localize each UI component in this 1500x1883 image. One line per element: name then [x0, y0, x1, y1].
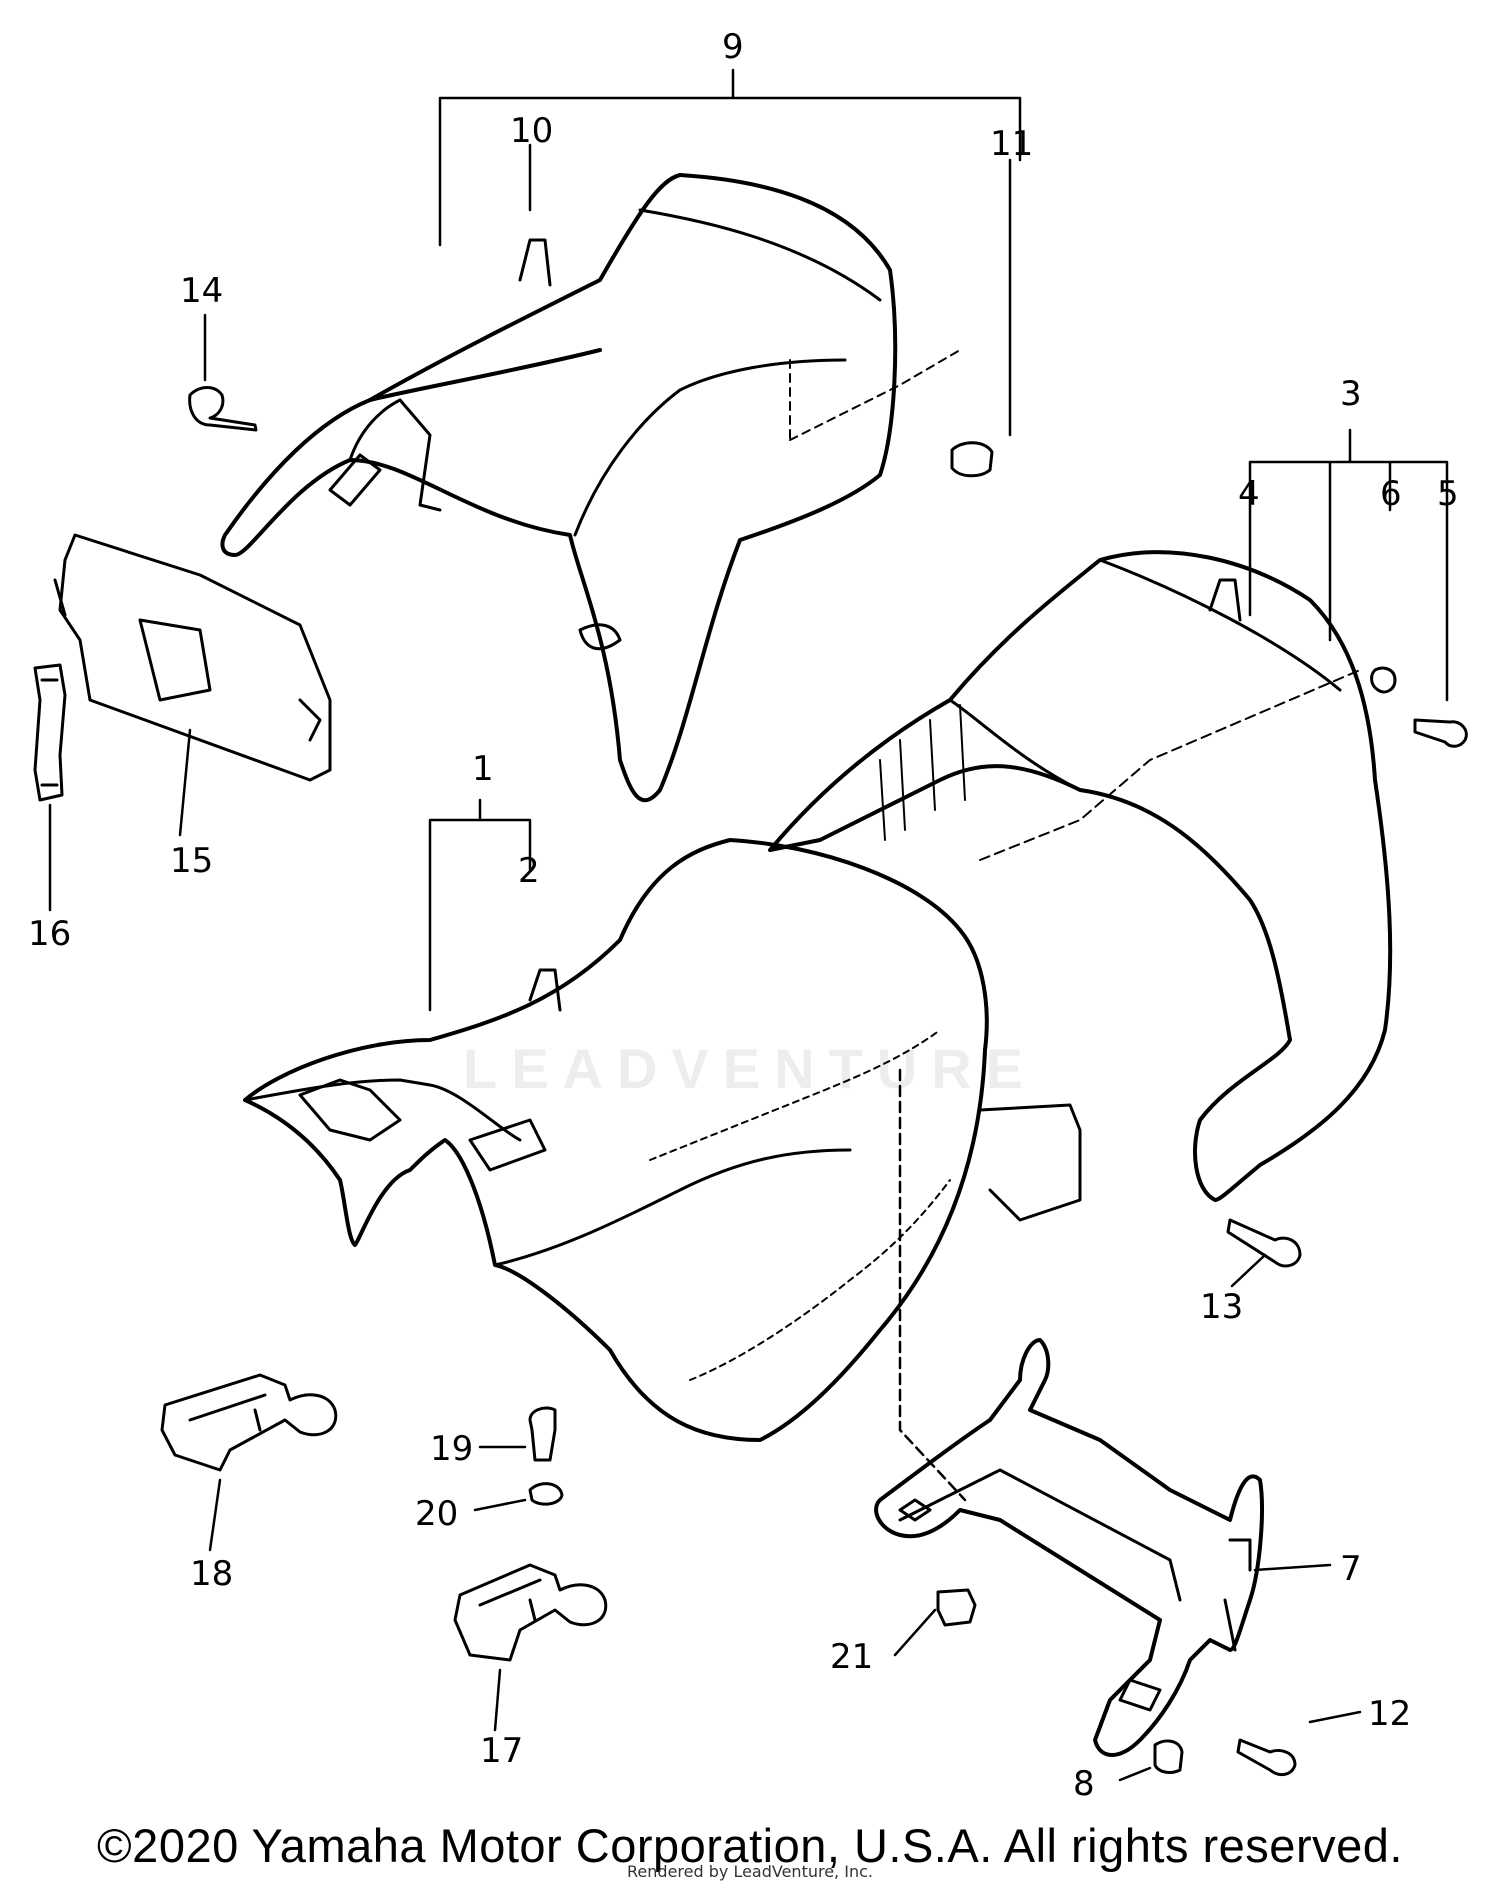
callout-14: 14: [180, 271, 223, 311]
seat-bracket-frame: [874, 1338, 1264, 1757]
callout-3: 3: [1340, 374, 1362, 414]
callout-12: 12: [1368, 1694, 1411, 1734]
callout-15: 15: [170, 841, 213, 881]
backrest-assembly: [768, 550, 1393, 1202]
callout-labels: 9 10 11 14 3 4 6 5 15 16 1 2 13 19 20 18…: [28, 27, 1459, 1804]
callout-19: 19: [430, 1429, 473, 1469]
seat-band: [33, 663, 67, 802]
callout-16: 16: [28, 914, 71, 954]
callout-4: 4: [1238, 474, 1260, 514]
callout-11: 11: [990, 124, 1033, 164]
callout-5: 5: [1437, 474, 1459, 514]
seat-strap-cover: [53, 533, 332, 782]
callout-13: 13: [1200, 1287, 1243, 1327]
callout-6: 6: [1380, 474, 1402, 514]
callout-9: 9: [722, 27, 744, 67]
copyright-notice: ©2020 Yamaha Motor Corporation, U.S.A. A…: [97, 1819, 1403, 1872]
rear-seat-assembly: [220, 173, 961, 803]
callout-10: 10: [510, 111, 553, 151]
callout-18: 18: [190, 1554, 233, 1594]
front-seat-assembly: [243, 838, 1082, 1442]
callout-8: 8: [1073, 1764, 1095, 1804]
callout-21: 21: [830, 1637, 873, 1677]
callout-7: 7: [1340, 1549, 1362, 1589]
callout-20: 20: [415, 1494, 458, 1534]
leader-lines: [48, 68, 1449, 1782]
callout-1: 1: [472, 749, 494, 789]
hardware-parts: [160, 386, 1468, 1777]
callout-17: 17: [480, 1731, 523, 1771]
callout-2: 2: [518, 851, 540, 891]
rendered-by-note: Rendered by LeadVenture, Inc.: [627, 1862, 873, 1881]
